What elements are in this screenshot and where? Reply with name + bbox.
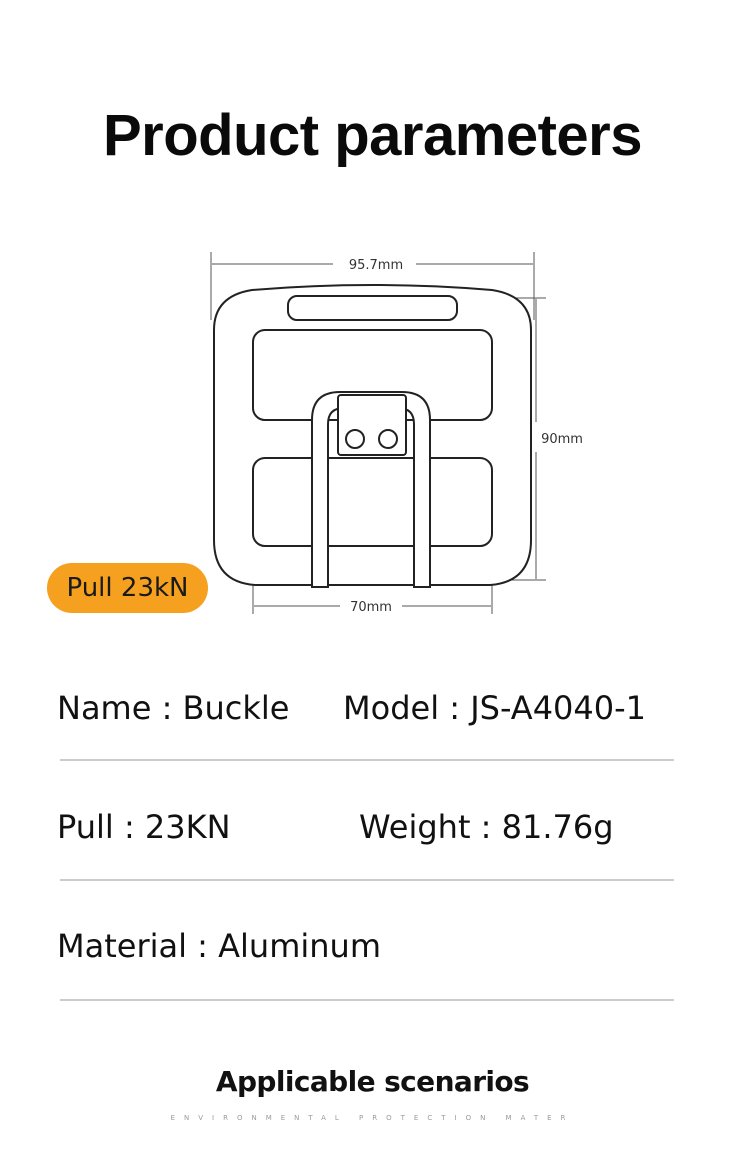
divider-1 [60, 759, 674, 761]
inner-width-dimension-label: 70mm [350, 600, 392, 615]
page-title: Product parameters [103, 103, 642, 168]
height-dimension-label: 90mm [541, 432, 583, 447]
pull-badge: Pull 23kN [47, 563, 208, 613]
param-model: Model : JS-A4040-1 [343, 689, 647, 727]
param-name: Name : Buckle [57, 689, 290, 727]
width-dimension [210, 252, 535, 320]
divider-3 [60, 999, 674, 1001]
param-material: Material : Aluminum [57, 927, 381, 965]
height-dimension [500, 297, 546, 581]
scenarios-title: Applicable scenarios [215, 1065, 530, 1098]
buckle-hook [311, 391, 431, 588]
param-weight: Weight : 81.76g [359, 808, 614, 846]
param-pull: Pull : 23KN [57, 808, 231, 846]
divider-2 [60, 879, 674, 881]
buckle-diagram: 95.7mm 90mm 70mm [210, 252, 583, 615]
scenarios-subtitle: ENVIRONMENTAL PROTECTION MATER [170, 1114, 575, 1122]
width-dimension-label: 95.7mm [349, 258, 403, 273]
